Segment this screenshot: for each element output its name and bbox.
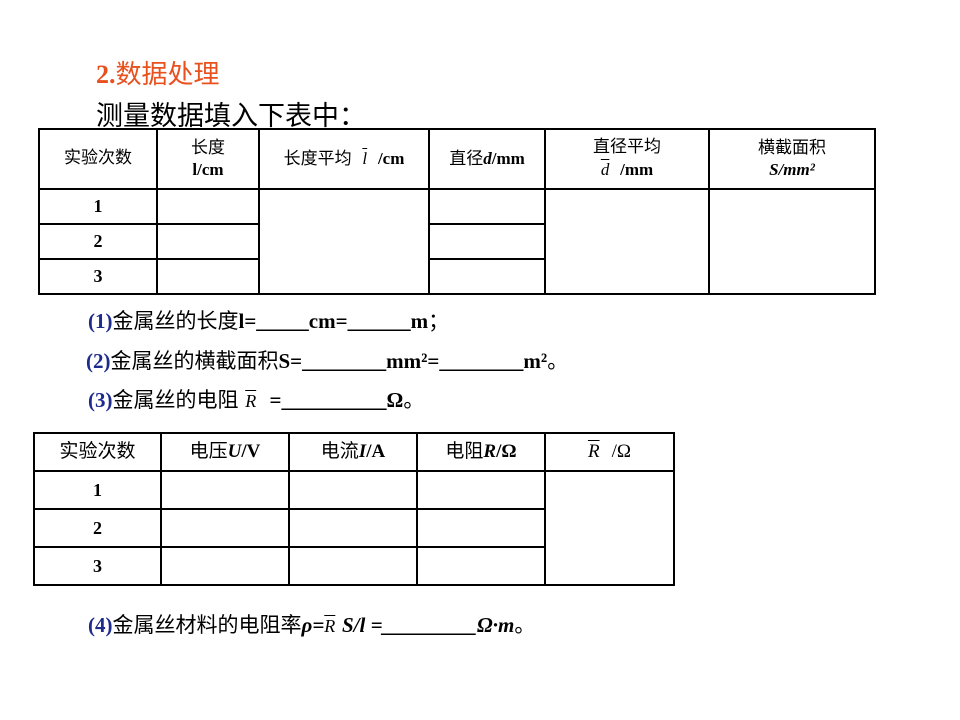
question-4: (4)金属丝材料的电阻率ρ=R S/l =_________Ω·m。 [88,613,536,637]
length-average-cell[interactable] [258,188,430,295]
question-2: (2)金属丝的横截面积S=________mm²=________m²。 [86,349,569,373]
length-cell[interactable] [156,223,260,260]
voltage-cell[interactable] [160,508,290,548]
trial-number: 2 [38,223,158,260]
header-length: 长度 l/cm [156,128,260,190]
section-number: 2. [96,60,116,89]
area-cell[interactable] [708,188,876,295]
resistance-cell[interactable] [416,546,546,586]
trial-number: 3 [33,546,162,586]
trial-number: 1 [33,470,162,510]
length-diameter-table: 实验次数 长度 l/cm 长度平均 l /cm 直径d/mm 直径平均 d /m… [38,128,876,295]
header-diameter-average: 直径平均 d /mm [544,128,710,190]
resistance-cell[interactable] [416,508,546,548]
section-heading: 2.数据处理 [96,54,220,91]
resistance-cell[interactable] [416,470,546,510]
voltage-current-table: 实验次数 电压U/V 电流I/A 电阻R/Ω R /Ω 1 2 3 [33,432,675,586]
table-row: 1 [33,470,675,586]
trial-number: 3 [38,258,158,295]
table-row: 3 [33,546,674,586]
table-header-row: 实验次数 电压U/V 电流I/A 电阻R/Ω R /Ω [33,432,675,472]
trial-number: 2 [33,508,162,548]
intro-text: 测量数据填入下表中： [96,101,366,132]
header-voltage: 电压U/V [160,432,290,472]
voltage-cell[interactable] [160,470,290,510]
table-row: 2 [38,223,875,260]
diameter-average-cell[interactable] [544,188,710,295]
current-cell[interactable] [288,508,418,548]
header-resistance: 电阻R/Ω [416,432,546,472]
table-header-row: 实验次数 长度 l/cm 长度平均 l /cm 直径d/mm 直径平均 d /m… [38,128,876,190]
header-current: 电流I/A [288,432,418,472]
question-3: (3)金属丝的电阻 R =__________Ω。 [88,388,425,412]
diameter-cell[interactable] [428,188,546,225]
current-cell[interactable] [288,546,418,586]
table-row: 3 [38,258,875,295]
diameter-cell[interactable] [428,258,546,295]
trial-number: 1 [38,188,158,225]
header-cross-section-area: 横截面积 S/mm² [708,128,876,190]
header-trial-count: 实验次数 [33,432,162,472]
table-row: 2 [33,508,674,548]
diameter-cell[interactable] [428,223,546,260]
section-title: 数据处理 [115,60,220,90]
header-trial-count: 实验次数 [38,128,158,190]
resistance-average-cell[interactable] [544,470,675,586]
question-1: (1)金属丝的长度l=_____cm=______m； [88,309,450,333]
table-row: 1 [38,188,876,295]
voltage-cell[interactable] [160,546,290,586]
length-cell[interactable] [156,258,260,295]
header-resistance-average: R /Ω [544,432,675,472]
header-diameter: 直径d/mm [428,128,546,190]
current-cell[interactable] [288,470,418,510]
length-cell[interactable] [156,188,260,225]
header-length-average: 长度平均 l /cm [258,128,430,190]
